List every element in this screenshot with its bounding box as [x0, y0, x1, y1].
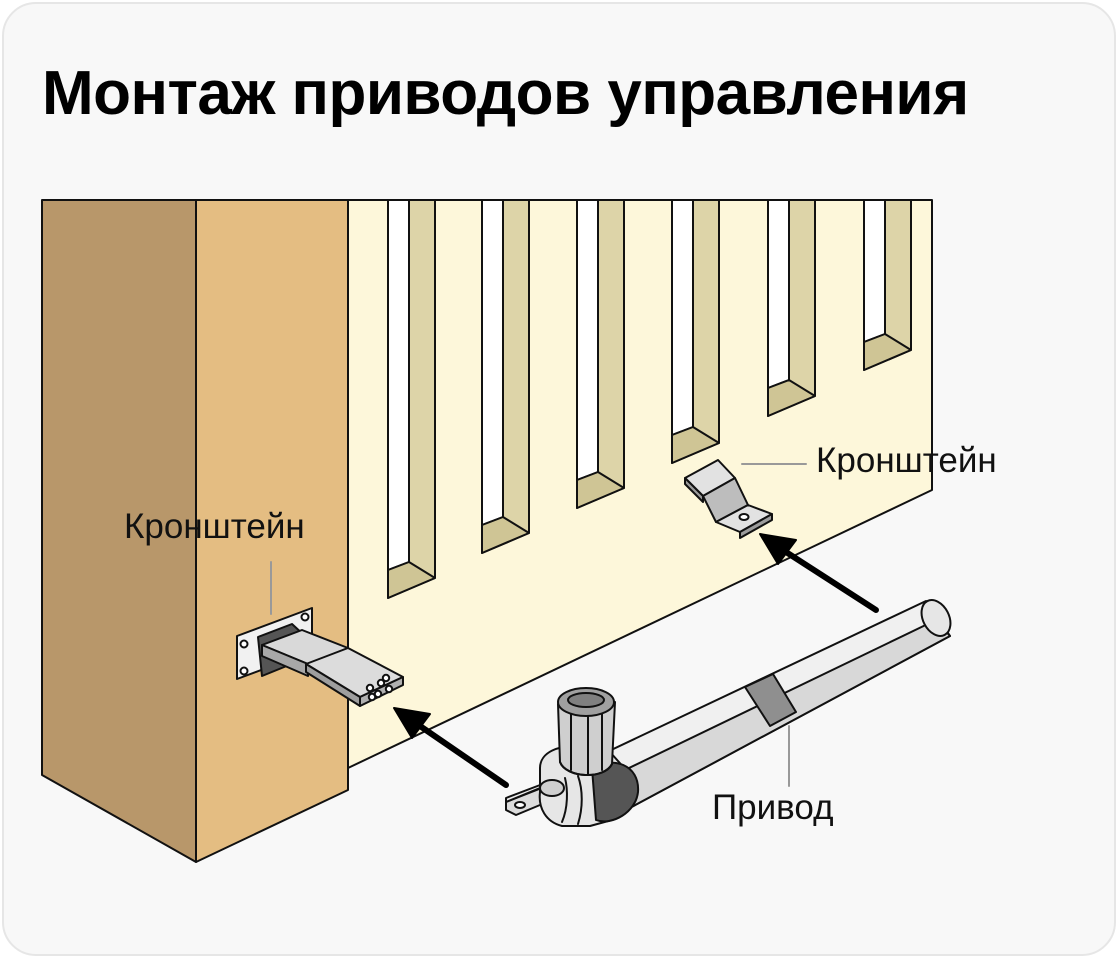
- actuator-icon: [505, 599, 952, 827]
- leader-lines: [270, 463, 807, 787]
- label-post-bracket: Кронштейн: [124, 507, 305, 546]
- gate-slots: [387, 199, 912, 599]
- post: [41, 199, 349, 863]
- arrow-head-gate: [759, 533, 797, 565]
- label-actuator: Привод: [712, 788, 834, 827]
- diagram-title: Монтаж приводов управления: [42, 59, 969, 128]
- arrow-to-gate-bracket: [783, 549, 879, 613]
- arrow-head-post: [393, 707, 431, 739]
- label-gate-bracket: Кронштейн: [816, 441, 997, 480]
- arrows: [393, 533, 879, 788]
- arrow-to-post-bracket: [417, 723, 509, 788]
- gate-bracket-icon: [684, 459, 773, 539]
- post-bracket-icon: [236, 607, 404, 707]
